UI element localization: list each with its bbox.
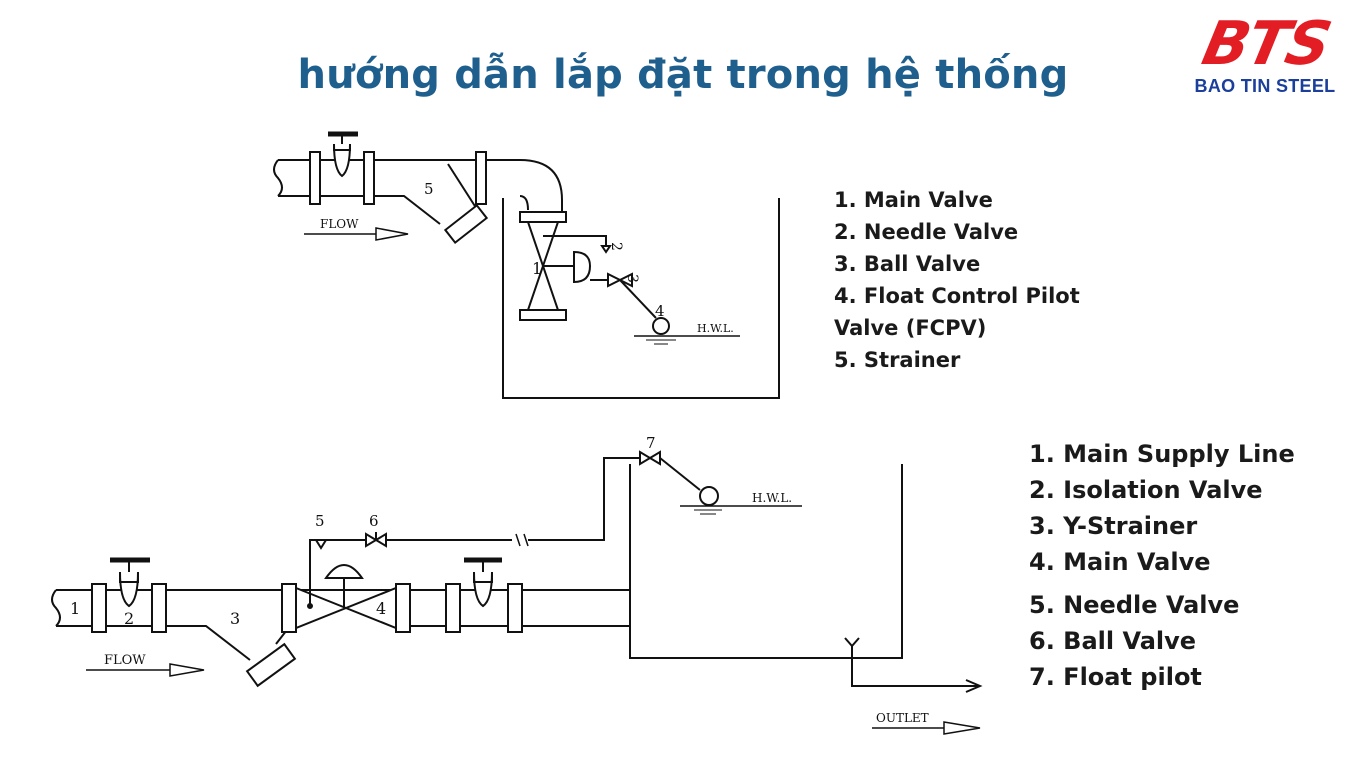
bottom-flow-label: FLOW: [104, 653, 146, 668]
top-flow-label: FLOW: [320, 217, 359, 231]
top-needle-valve-symbol: [600, 245, 612, 254]
bottom-outlet-label: OUTLET: [876, 711, 929, 725]
bottom-isolation-valve: [119, 571, 139, 608]
bottom-num-3: 3: [230, 609, 240, 628]
brand-logo: BTS BAO TIN STEEL: [1172, 9, 1358, 100]
top-strainer-body: [447, 163, 481, 215]
top-elbow-inner: [519, 195, 529, 211]
bottom-pipe-break: [51, 589, 61, 627]
bottom-y-strainer-cap: [245, 642, 297, 688]
top-legend: 1. Main Valve 2. Needle Valve 3. Ball Va…: [834, 184, 1134, 376]
bottom-line-break: [515, 533, 529, 547]
top-flange: [309, 151, 321, 205]
bottom-float-pilot-symbol: [639, 450, 661, 466]
top-legend-item: 4. Float Control Pilot: [834, 284, 1080, 308]
top-float: [652, 317, 670, 335]
top-pipe-break: [273, 159, 283, 197]
bottom-flange: [445, 583, 461, 633]
top-num-4: 4: [655, 302, 665, 320]
bottom-legend-item: 2. Isolation Valve: [1029, 476, 1263, 504]
bottom-legend-item: 7. Float pilot: [1029, 663, 1202, 691]
top-num-5: 5: [424, 180, 434, 198]
top-flange: [475, 151, 487, 205]
bottom-legend-item: 6. Ball Valve: [1029, 627, 1197, 655]
bottom-valve-actuator: [324, 564, 364, 579]
bottom-num-7: 7: [646, 434, 656, 452]
top-pipe-upper: [278, 159, 563, 212]
top-legend-item: 3. Ball Valve: [834, 252, 981, 276]
bottom-float: [699, 486, 719, 506]
bottom-num-5: 5: [315, 512, 325, 530]
bottom-tank: [629, 464, 903, 659]
top-tank: [502, 198, 780, 399]
bottom-main-valve: [295, 586, 397, 630]
page-title: hướng dẫn lắp đặt trong hệ thống: [297, 52, 1069, 98]
bottom-hwl-label: H.W.L.: [752, 491, 792, 505]
top-isolation-valve: [333, 143, 351, 178]
bottom-num-1: 1: [70, 599, 80, 618]
bottom-legend-item: 5. Needle Valve: [1029, 591, 1240, 619]
top-valve-actuator: [573, 250, 592, 284]
bottom-num-6: 6: [369, 512, 379, 530]
bottom-second-isolation-valve: [473, 571, 493, 608]
bottom-flange: [507, 583, 523, 633]
bottom-needle-valve-symbol: [314, 539, 328, 550]
top-legend-item: Valve (FCPV): [834, 316, 987, 340]
bottom-outlet-intake: [844, 637, 860, 648]
top-main-valve: [526, 221, 560, 311]
bottom-flange: [151, 583, 167, 633]
bottom-legend-item: 1. Main Supply Line: [1029, 440, 1295, 468]
bottom-legend-item: 3. Y-Strainer: [1029, 512, 1198, 540]
top-num-3: 3: [624, 274, 640, 283]
bottom-legend: 1. Main Supply Line 2. Isolation Valve 3…: [1029, 436, 1349, 695]
top-num-2: 2: [608, 242, 624, 251]
logo-company-name: BAO TIN STEEL: [1194, 76, 1336, 96]
bottom-outlet-pipe: [851, 646, 978, 687]
bottom-num-2: 2: [124, 609, 134, 628]
bottom-flange: [395, 583, 411, 633]
top-flange: [363, 151, 375, 205]
top-legend-item: 1. Main Valve: [834, 188, 993, 212]
top-legend-item: 5. Strainer: [834, 348, 961, 372]
top-hwl-label: H.W.L.: [697, 322, 734, 335]
top-legend-item: 2. Needle Valve: [834, 220, 1019, 244]
top-num-1: 1: [532, 259, 542, 278]
bottom-flange: [91, 583, 107, 633]
top-strainer-cap: [443, 203, 489, 245]
bottom-flange: [281, 583, 297, 633]
bottom-legend-item: 4. Main Valve: [1029, 548, 1211, 576]
bottom-num-4: 4: [376, 599, 386, 618]
